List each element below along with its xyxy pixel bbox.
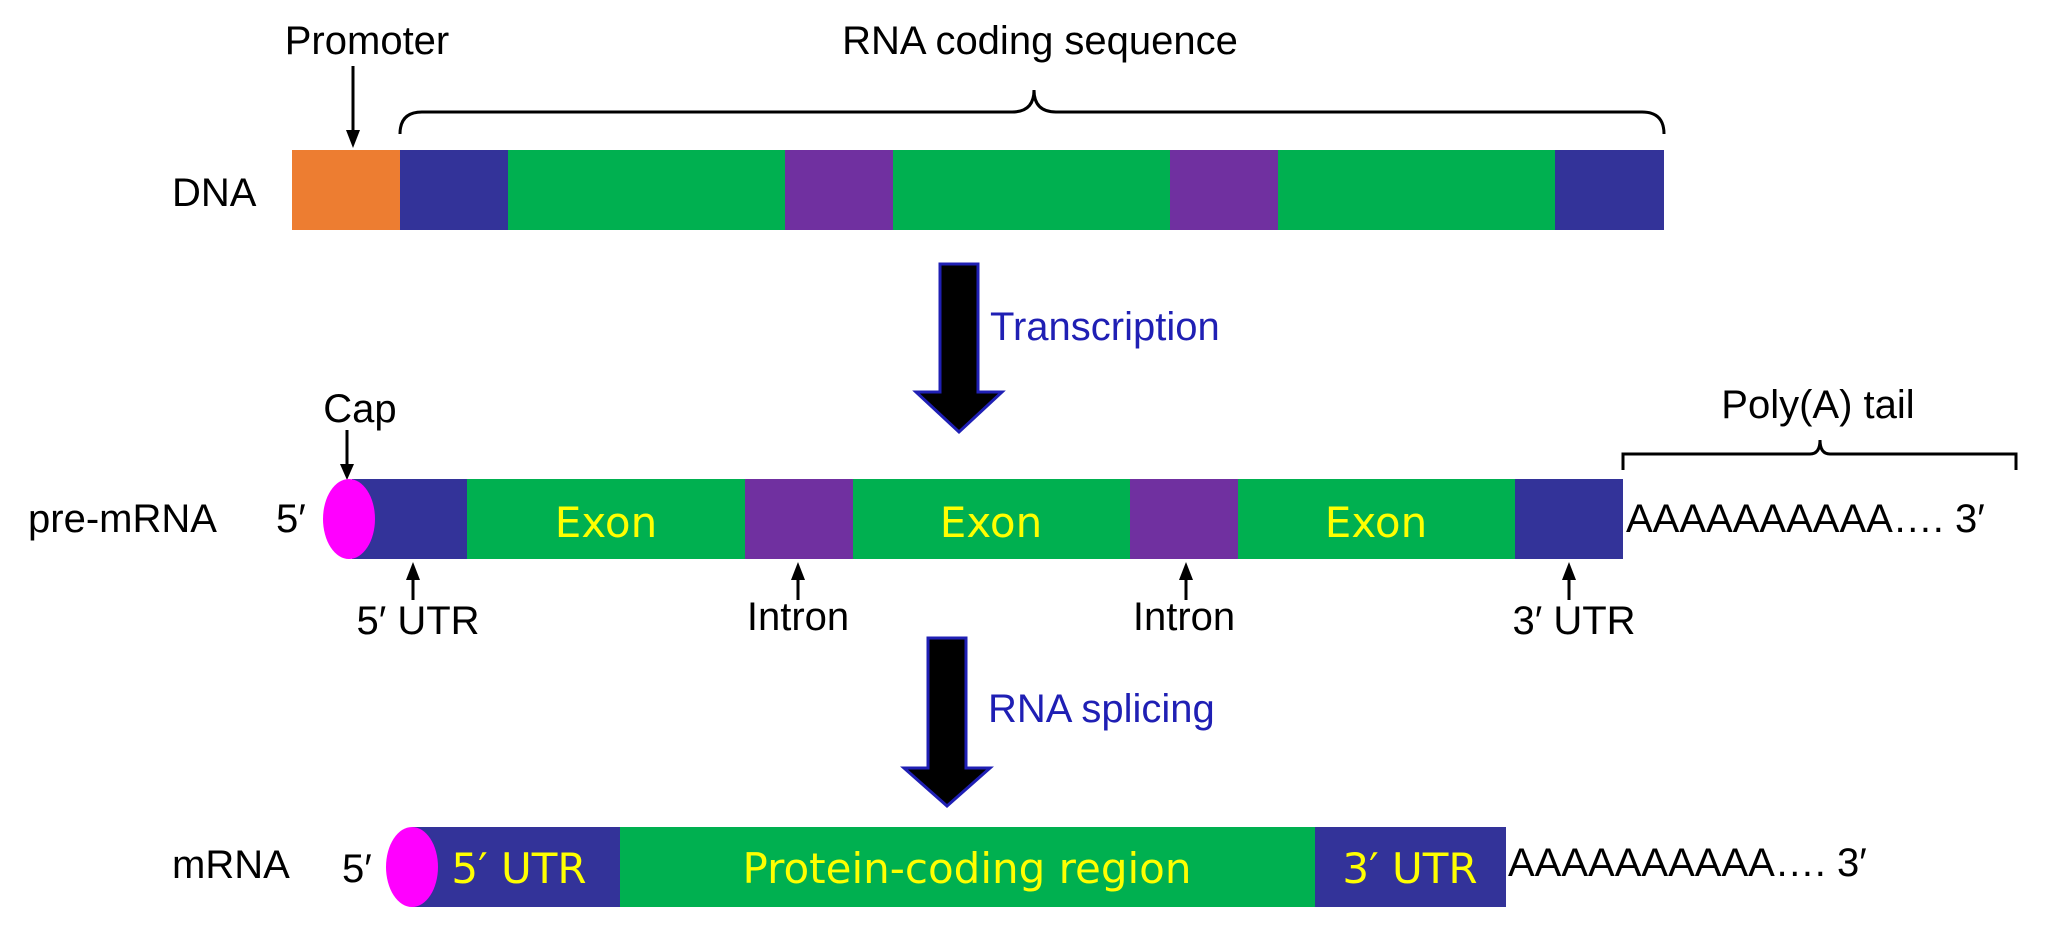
mrna-label: mRNA (172, 843, 290, 887)
dna-promoter-block (292, 150, 400, 230)
dna-strand (292, 150, 1664, 230)
mrna-5utr-label: 5′ UTR (451, 844, 586, 893)
tail-sequence-label: AAAAAAAAAA…. 3′ (1626, 497, 1985, 541)
poly-a-bracket (1621, 439, 2018, 470)
rna-coding-sequence-label: RNA coding sequence (842, 19, 1238, 63)
pre-mrna-3utr-arrow (1562, 562, 1576, 600)
dna-exon-block (508, 150, 785, 230)
intron-label: Intron (747, 595, 849, 639)
poly-a-tail-label: Poly(A) tail (1721, 383, 1914, 427)
dna-intron-block (785, 150, 893, 230)
mrna-cap (386, 827, 438, 907)
dna-3utr-block (1555, 150, 1664, 230)
mrna-5prime-label: 5′ (342, 847, 372, 891)
rna-splicing-arrow (900, 636, 994, 809)
promoter-arrow (346, 66, 360, 148)
mrna-protein-coding-block (620, 827, 1315, 907)
cap-label: Cap (323, 387, 396, 431)
mrna-5utr-block (412, 827, 620, 907)
pre-mrna-strand (323, 479, 1623, 559)
dna-intron-block (1170, 150, 1278, 230)
dna-label: DNA (172, 171, 257, 215)
exon-label: Exon (940, 498, 1042, 547)
pre-mrna-label: pre-mRNA (28, 497, 217, 541)
transcription-label: Transcription (990, 305, 1220, 349)
intron-arrow (1179, 562, 1193, 600)
coding-sequence-bracket (398, 89, 1666, 135)
mrna-3utr-block (1315, 827, 1506, 907)
pre-mrna-intron-block (1130, 479, 1238, 559)
pre-mrna-5utr-arrow (406, 562, 420, 600)
pre-mrna-intron-block (745, 479, 853, 559)
promoter-label: Promoter (285, 19, 450, 63)
exon-label: Exon (1325, 498, 1427, 547)
mrna-strand (386, 827, 1506, 907)
cap-arrow (340, 430, 354, 480)
five-utr-label: 5′ UTR (356, 599, 479, 643)
mrna-tail-sequence-label: AAAAAAAAAA…. 3′ (1508, 841, 1867, 885)
pre-mrna-exon-block (467, 479, 745, 559)
exon-label: Exon (555, 498, 657, 547)
pre-mrna-exon-block (853, 479, 1130, 559)
pre-mrna-3utr-block (1515, 479, 1623, 559)
mrna-3utr-label: 3′ UTR (1342, 844, 1477, 893)
intron-label: Intron (1133, 595, 1235, 639)
protein-coding-region-label: Protein-coding region (743, 844, 1192, 893)
intron-arrow (791, 562, 805, 600)
pre-mrna-cap (323, 479, 375, 559)
dna-exon-block (893, 150, 1170, 230)
pre-mrna-5prime-label: 5′ (276, 497, 306, 541)
three-utr-label: 3′ UTR (1512, 599, 1635, 643)
pre-mrna-exon-block (1238, 479, 1515, 559)
dna-5utr-block (400, 150, 508, 230)
transcription-arrow (912, 262, 1006, 435)
rna-splicing-label: RNA splicing (988, 687, 1215, 731)
dna-exon-block (1278, 150, 1555, 230)
